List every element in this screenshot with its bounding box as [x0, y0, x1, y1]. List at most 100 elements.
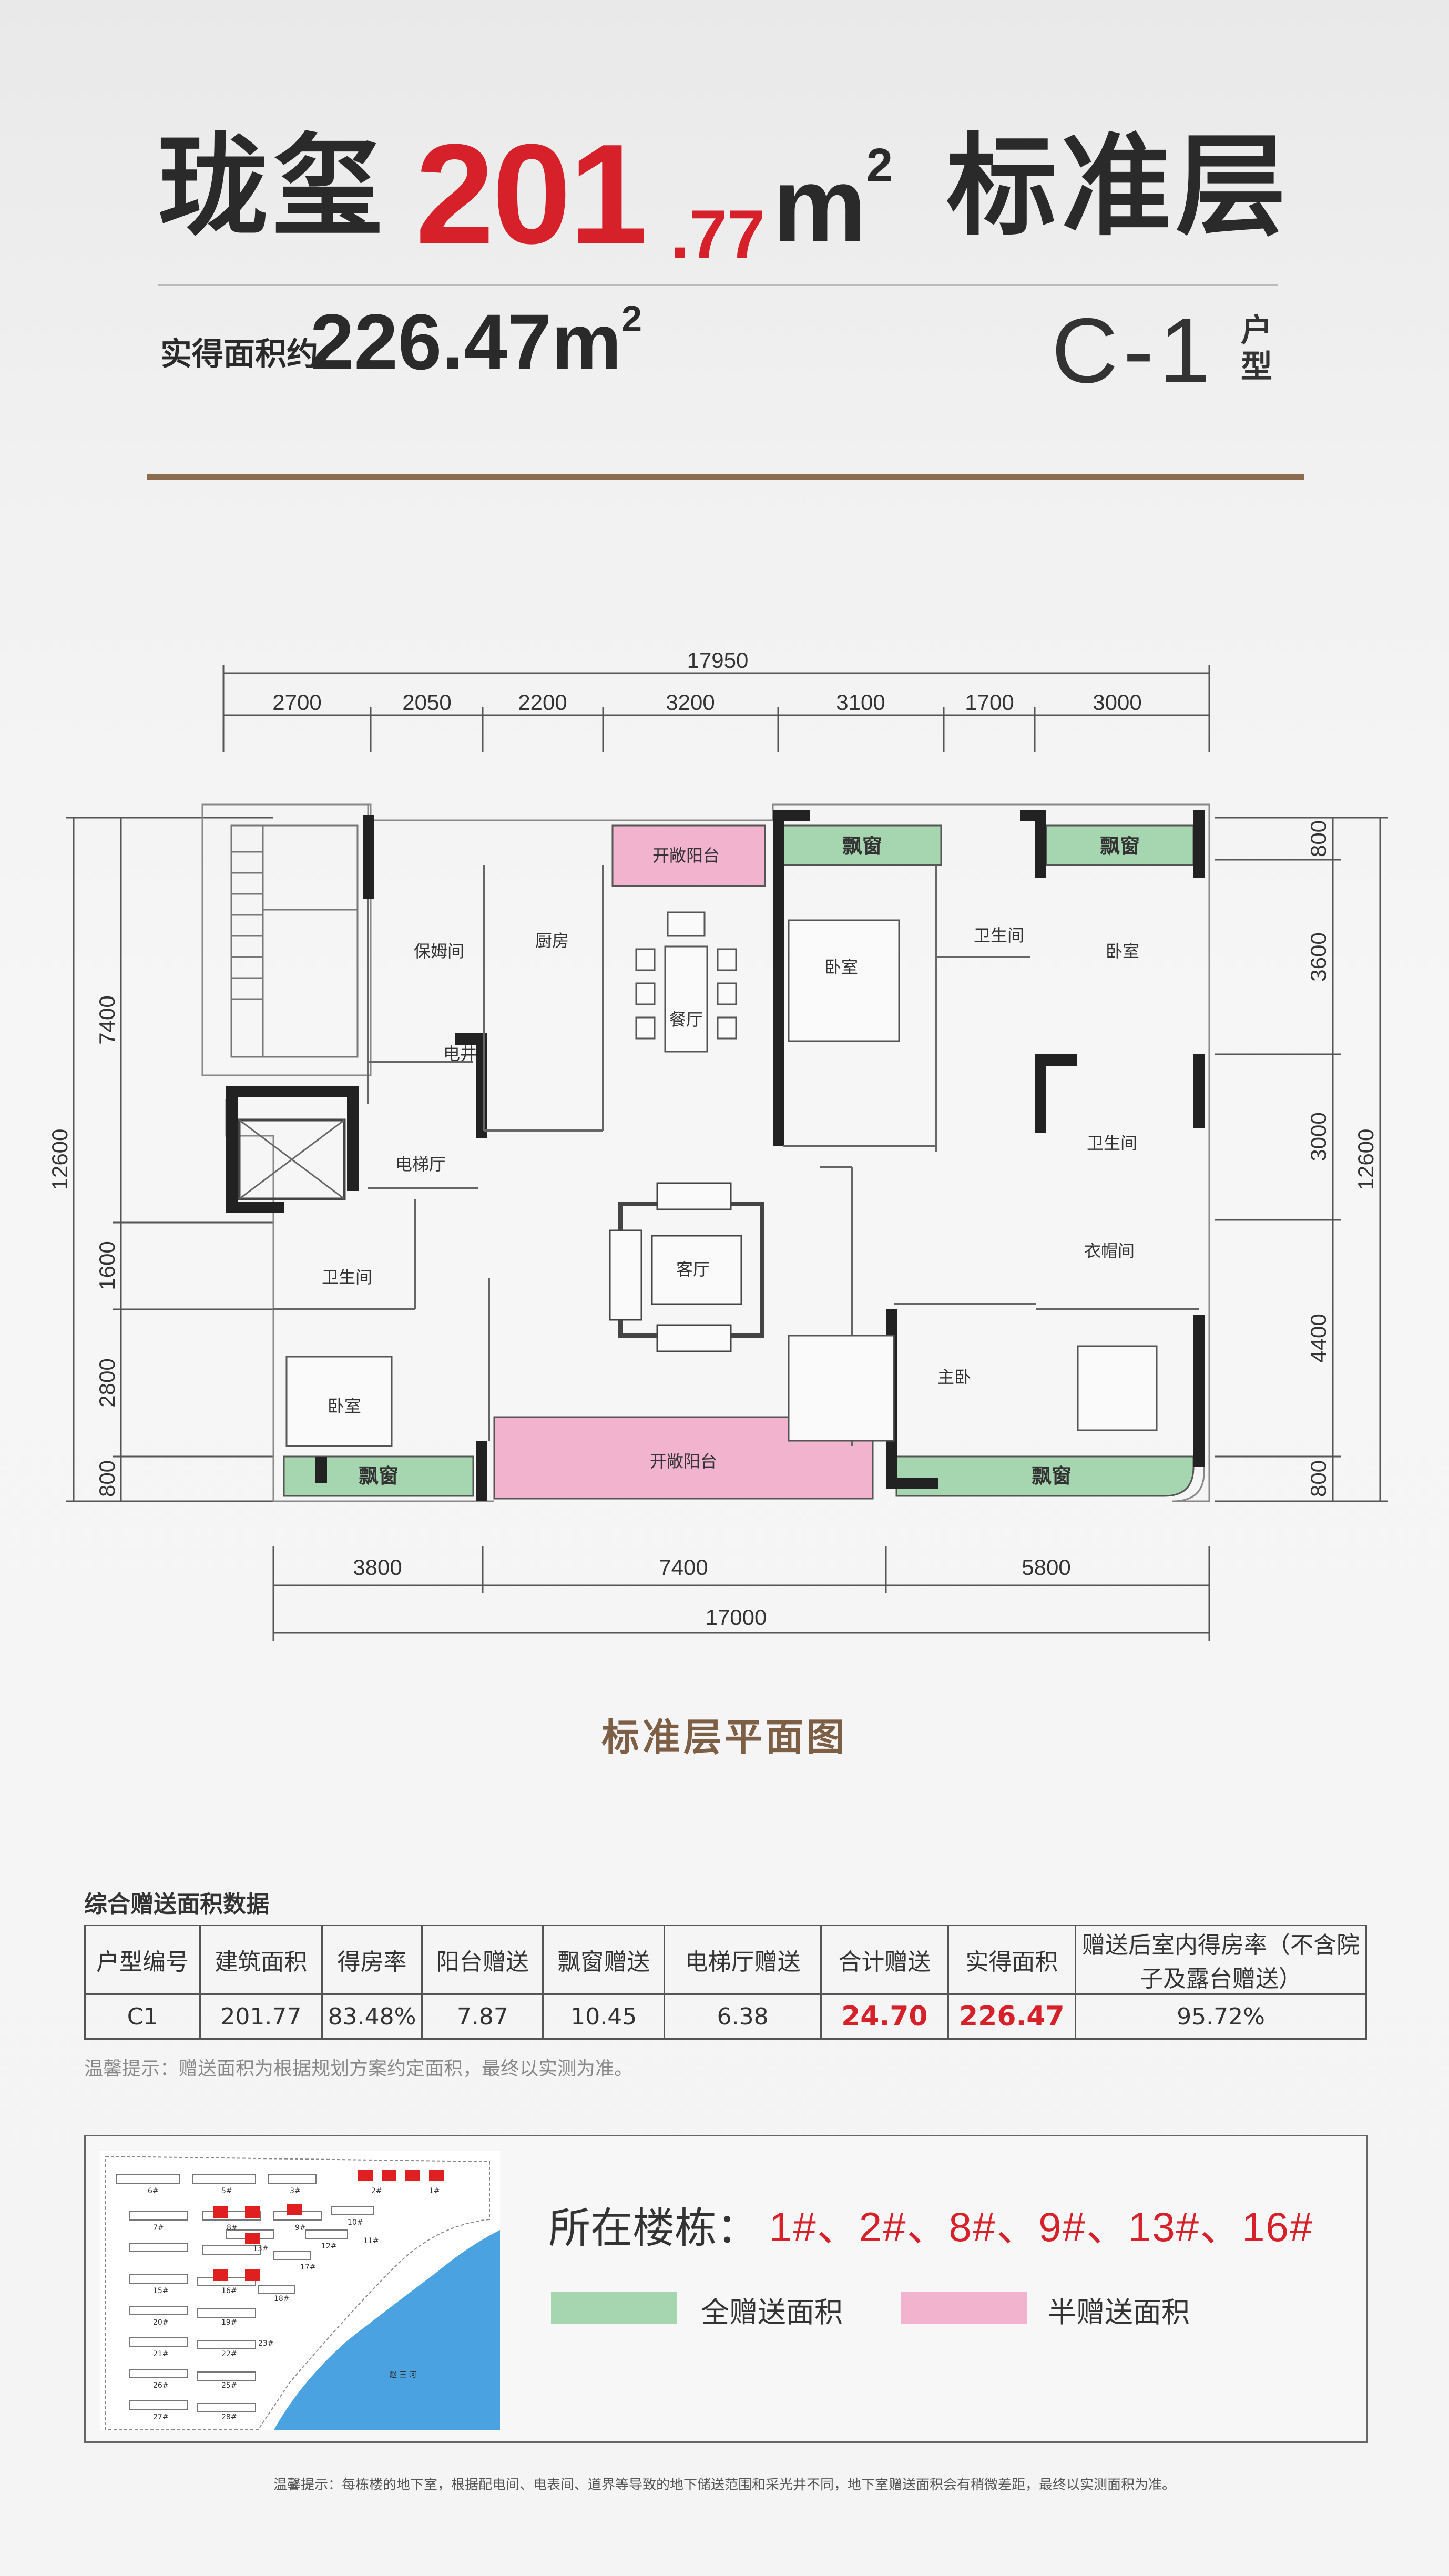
- map-label: 2#: [371, 2187, 382, 2195]
- map-label: 5#: [221, 2187, 232, 2195]
- title-area-unit: m2: [773, 142, 893, 258]
- top-dim: 2700: [272, 690, 321, 715]
- footer-note: 温馨提示：每栋楼的地下室，根据配电间、电表间、道界等导致的地下储送范围和采光井不…: [273, 2477, 1176, 2493]
- table-header-cell: 建筑面积: [199, 1925, 323, 1995]
- left-dim: 800: [95, 1460, 119, 1497]
- title-divider: [158, 284, 1278, 286]
- map-label: 6#: [148, 2187, 159, 2195]
- stairwell: [230, 824, 359, 1058]
- title-unit-sup: 2: [866, 139, 893, 192]
- map-label: 26#: [153, 2381, 169, 2390]
- bay-window-zone: [1045, 824, 1195, 866]
- table-cell: 83.48%: [321, 1993, 423, 2040]
- room-label-bathroom: 卫生间: [1087, 1133, 1137, 1153]
- legend-full-gift-label: 全赠送面积: [701, 2296, 843, 2329]
- right-dim: 4400: [1306, 1314, 1331, 1362]
- room-label-bedroom: 卧室: [1106, 941, 1139, 961]
- room-label-bedroom: 卧室: [824, 957, 858, 977]
- site-plan-panel: 赵 王 河: [84, 2135, 1368, 2443]
- title-prefix: 珑玺: [158, 122, 387, 251]
- header-divider: [147, 474, 1304, 480]
- top-total-dim: 17950: [687, 648, 749, 673]
- table-header-cell: 合计赠送: [820, 1925, 949, 1995]
- table-note: 温馨提示：赠送面积为根据规划方案约定面积，最终以实测为准。: [84, 2058, 634, 2080]
- table-cell: 10.45: [542, 1993, 666, 2040]
- top-dim: 1700: [965, 690, 1014, 715]
- map-label: 16#: [221, 2287, 237, 2295]
- title-area-integer: 201: [415, 115, 648, 273]
- table-cell: 95.72%: [1075, 1993, 1367, 2040]
- map-label: 10#: [348, 2218, 363, 2227]
- table-cell: 201.77: [199, 1993, 323, 2040]
- room-label-bay-window: 飘窗: [1032, 1464, 1072, 1488]
- table-cell-highlight: 24.70: [820, 1993, 949, 2040]
- actual-area-sup: 2: [621, 298, 642, 339]
- room-label-bay-window: 飘窗: [842, 834, 882, 858]
- table-header-cell: 得房率: [321, 1925, 423, 1995]
- room-label-bay-window: 飘窗: [1100, 834, 1140, 858]
- map-label: 28#: [221, 2413, 237, 2421]
- room-label-living: 客厅: [676, 1259, 710, 1279]
- map-label: 25#: [221, 2381, 237, 2390]
- right-total-dim: 12600: [1353, 1129, 1378, 1190]
- room-label-nanny: 保姆间: [414, 941, 464, 961]
- bottom-dim: 3800: [353, 1555, 402, 1580]
- room-label-bedroom: 卧室: [328, 1396, 361, 1416]
- room-label-bay-window: 飘窗: [359, 1464, 399, 1488]
- room-label-kitchen: 厨房: [535, 931, 569, 951]
- map-label: 15#: [153, 2287, 169, 2295]
- floor-plan-caption: 标准层平面图: [601, 1715, 848, 1759]
- room-label-cloakroom: 衣帽间: [1084, 1241, 1135, 1261]
- actual-area-value: 226.47m2: [310, 300, 642, 381]
- bottom-total-dim: 17000: [706, 1605, 767, 1630]
- map-label: 13#: [253, 2245, 269, 2253]
- bay-window-zone: [895, 1455, 1195, 1497]
- open-balcony-top-zone: [611, 824, 766, 887]
- building-list: 1#、2#、8#、9#、13#、16#: [769, 2204, 1314, 2250]
- bed: [285, 1356, 393, 1447]
- river-label: 赵 王 河: [390, 2371, 416, 2379]
- map-label: 8#: [227, 2224, 238, 2232]
- title-unit-m: m: [773, 146, 866, 263]
- map-label: 18#: [274, 2295, 290, 2303]
- actual-area-number: 226.47m: [310, 298, 622, 386]
- table-title: 综合赠送面积数据: [84, 1891, 269, 1918]
- top-dim: 2200: [518, 690, 567, 715]
- table-row: C1 201.77 83.48% 7.87 10.45 6.38 24.70 2…: [84, 1993, 1367, 2040]
- floor-plan-drawing: 17950 2700 2050 2200 3200 3100 1700 3000…: [47, 648, 1388, 1641]
- unit-type-suffix: 户型: [1241, 312, 1272, 385]
- room-label-bathroom: 卫生间: [322, 1267, 372, 1287]
- dining-table: [635, 911, 737, 1053]
- legend-half-gift-label: 半赠送面积: [1048, 2296, 1190, 2329]
- left-dim: 7400: [95, 995, 119, 1044]
- map-label: 9#: [295, 2224, 306, 2232]
- bay-window-zone: [782, 824, 942, 866]
- table-header-cell: 阳台赠送: [421, 1925, 544, 1995]
- right-dim: 3600: [1306, 932, 1331, 981]
- bed: [788, 919, 900, 1042]
- table-cell: 7.87: [421, 1993, 544, 2040]
- room-label-open-balcony-bottom: 开敞阳台: [650, 1451, 717, 1471]
- title-area-decimal: .77: [670, 196, 766, 272]
- top-dim: 3100: [836, 690, 885, 715]
- map-label: 19#: [221, 2318, 237, 2327]
- table-header-cell: 飘窗赠送: [542, 1925, 666, 1995]
- building-label: 所在楼栋：: [548, 2204, 759, 2253]
- table-header-cell: 户型编号: [84, 1925, 201, 1995]
- map-label: 21#: [153, 2350, 169, 2358]
- map-label: 23#: [258, 2339, 274, 2348]
- map-label: 12#: [321, 2242, 337, 2251]
- room-label-bathroom: 卫生间: [974, 925, 1024, 945]
- left-dim: 1600: [95, 1241, 119, 1290]
- legend-full-gift-swatch: [551, 2292, 677, 2324]
- map-label: 7#: [153, 2224, 164, 2232]
- table-header-row: 户型编号 建筑面积 得房率 阳台赠送 飘窗赠送 电梯厅赠送 合计赠送 实得面积 …: [84, 1925, 1367, 1995]
- map-label: 1#: [429, 2187, 440, 2195]
- legend-half-gift-swatch: [901, 2292, 1027, 2324]
- map-label: 3#: [290, 2187, 301, 2195]
- left-dim: 2800: [95, 1358, 119, 1407]
- area-data-table: 户型编号 建筑面积 得房率 阳台赠送 飘窗赠送 电梯厅赠送 合计赠送 实得面积 …: [84, 1925, 1367, 2040]
- unit-type-code: C-1: [1052, 300, 1216, 402]
- living-room-sofa-set: [609, 1182, 764, 1352]
- right-dim: 800: [1306, 1460, 1331, 1497]
